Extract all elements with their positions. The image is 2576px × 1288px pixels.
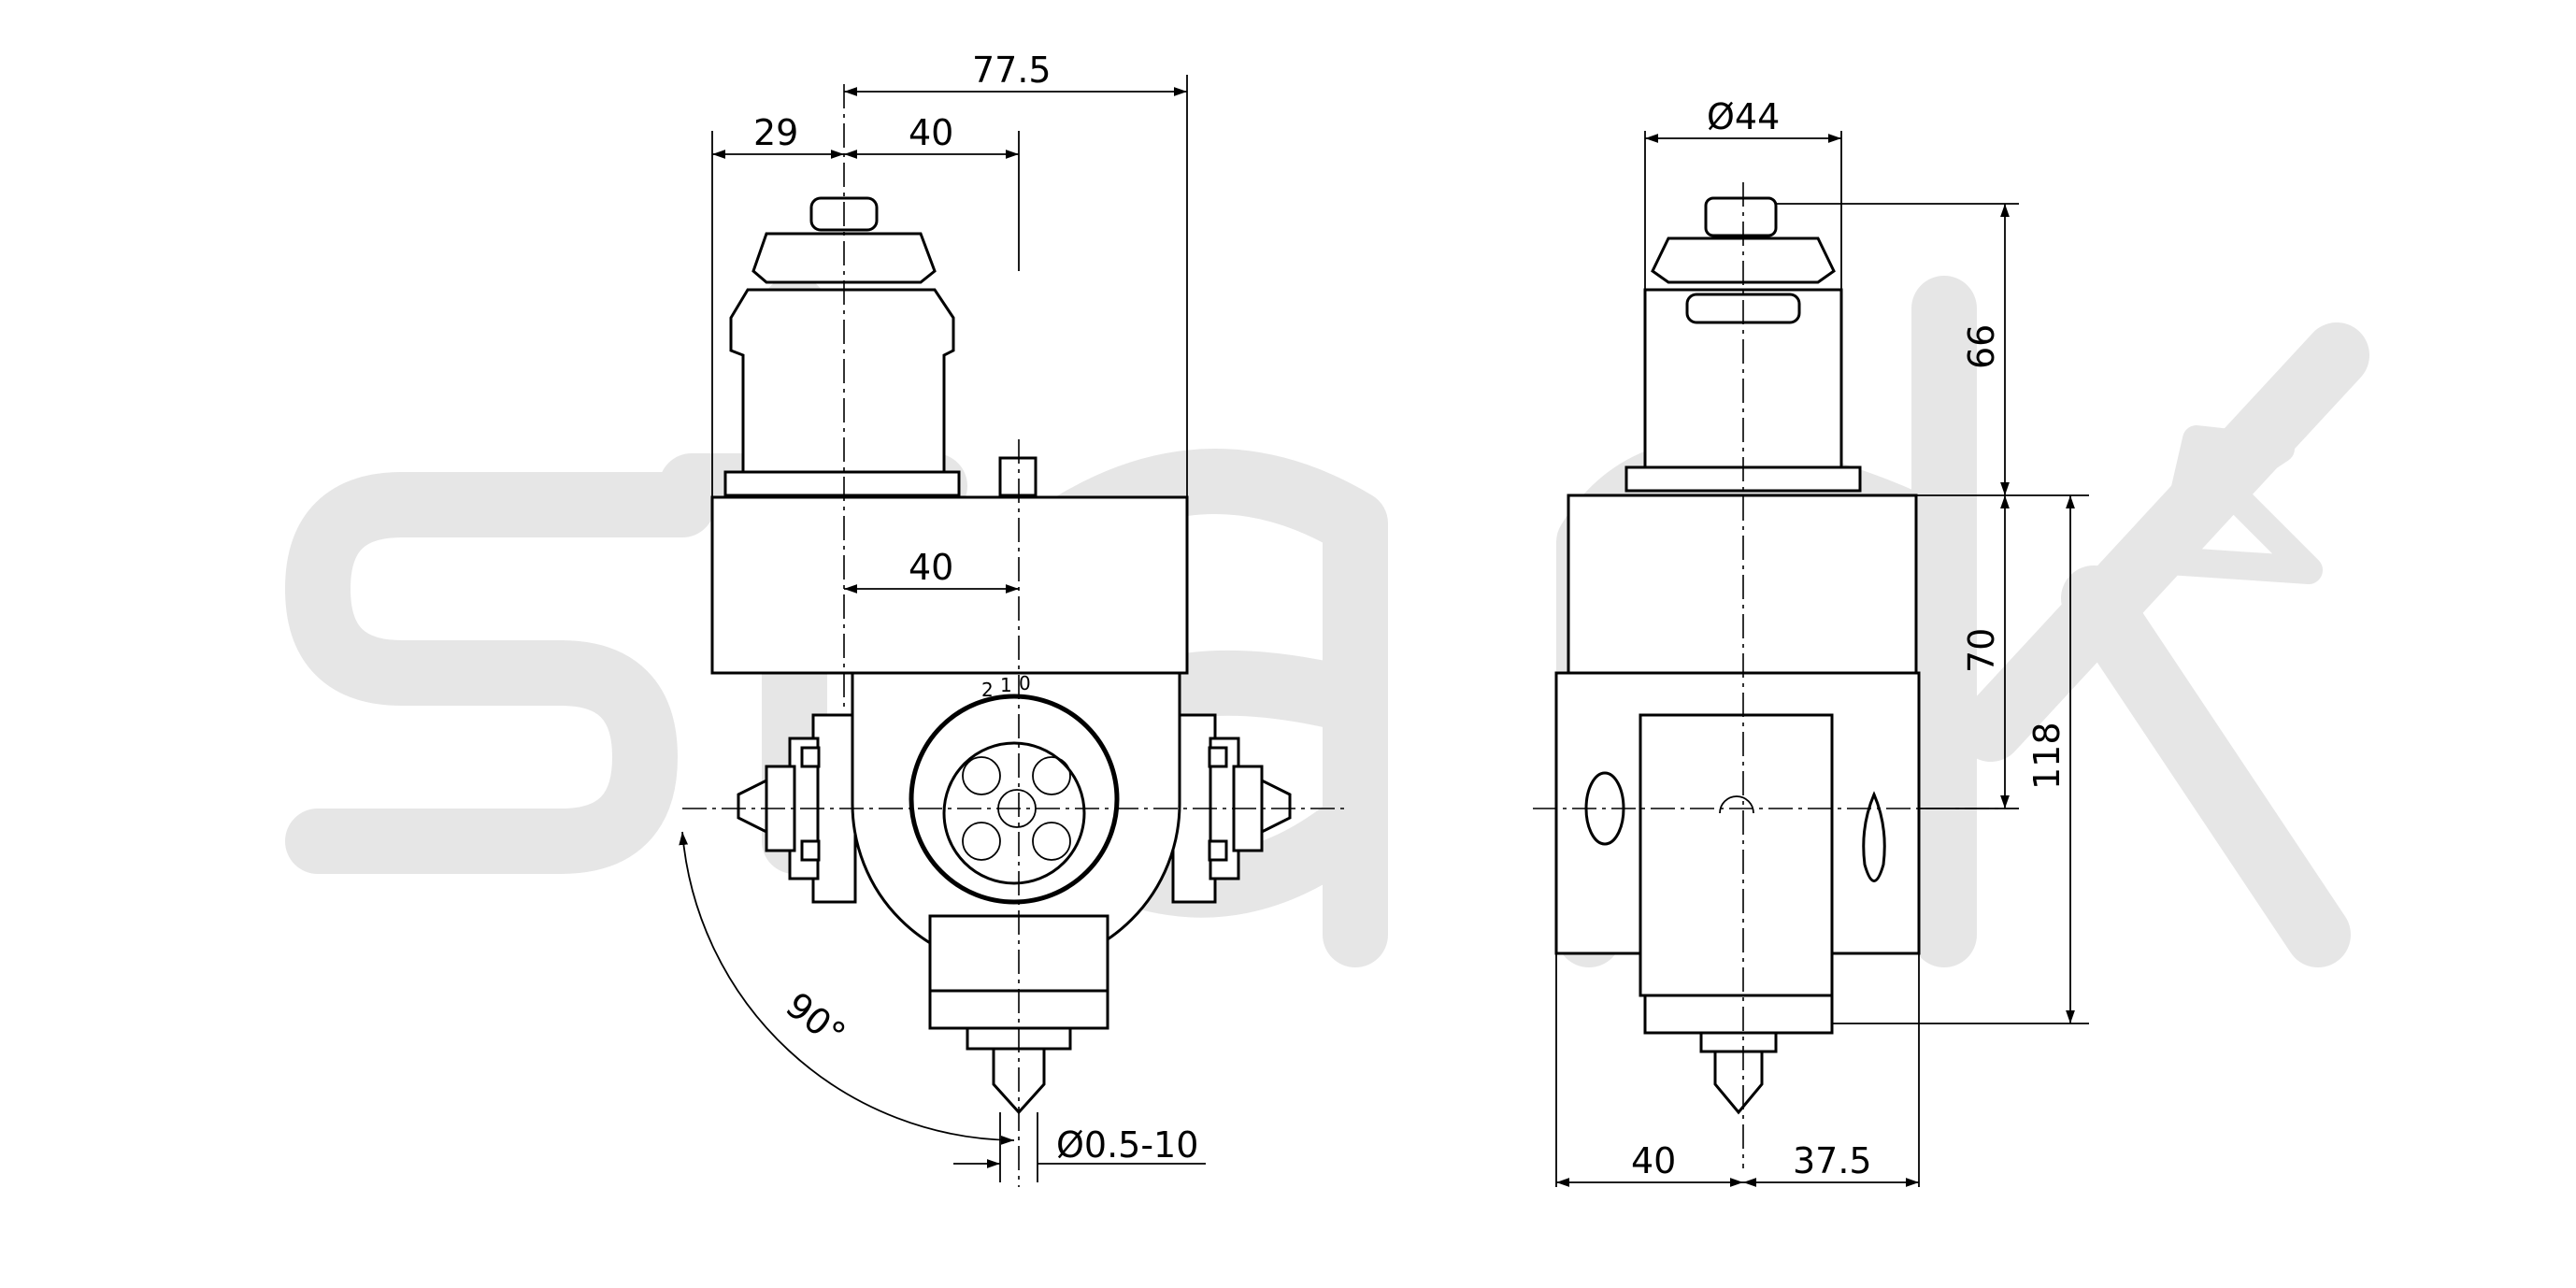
side-main-body [1567,494,1918,675]
dial-inner [942,741,1086,885]
dim-inner-offset: 40 [909,547,953,588]
drive-housing [729,288,955,474]
side-output-flange [1643,994,1834,1035]
side-view: Ø44 66 70 118 40 37.5 [1533,96,2089,1187]
dim-overall-width: 77.5 [972,50,1052,91]
scale-label-2: 2 [981,679,994,701]
dim-rotation-angle: 90° [779,984,853,1055]
left-spindle [737,713,857,904]
side-port-center [1719,795,1754,814]
dim-left-width: 40 [1631,1140,1676,1181]
scale-label-1: 1 [1000,674,1012,696]
screw-2 [1032,756,1071,795]
dim-right-width: 37.5 [1793,1140,1872,1181]
side-port-right [1862,791,1886,882]
dim-body-height: 70 [1961,628,2002,673]
watermark-logo: stark [285,276,2369,967]
front-view: 2 1 0 77.5 29 40 40 90° Ø0.5-10 [679,50,1346,1187]
dim-drive-height: 66 [1961,324,2002,369]
coolant-plug [998,456,1038,497]
screw-1 [962,756,1001,795]
rotation-arc [679,831,1015,1145]
screw-5 [1032,822,1071,861]
side-tool-tip [1713,1050,1764,1115]
dim-collet-range: Ø0.5-10 [1056,1124,1198,1166]
scale-label-0: 0 [1019,672,1031,694]
side-collet-nut [1699,1031,1778,1053]
dim-upper-offset: 40 [909,112,953,153]
side-drive-nut [1704,196,1778,237]
side-swivel-block [1639,713,1834,997]
dim-total-height: 118 [2026,722,2068,790]
dim-left-offset: 29 [753,112,798,153]
drive-flange [723,470,961,497]
side-drive-cone [1651,236,1836,284]
dim-diameter: Ø44 [1707,96,1780,137]
